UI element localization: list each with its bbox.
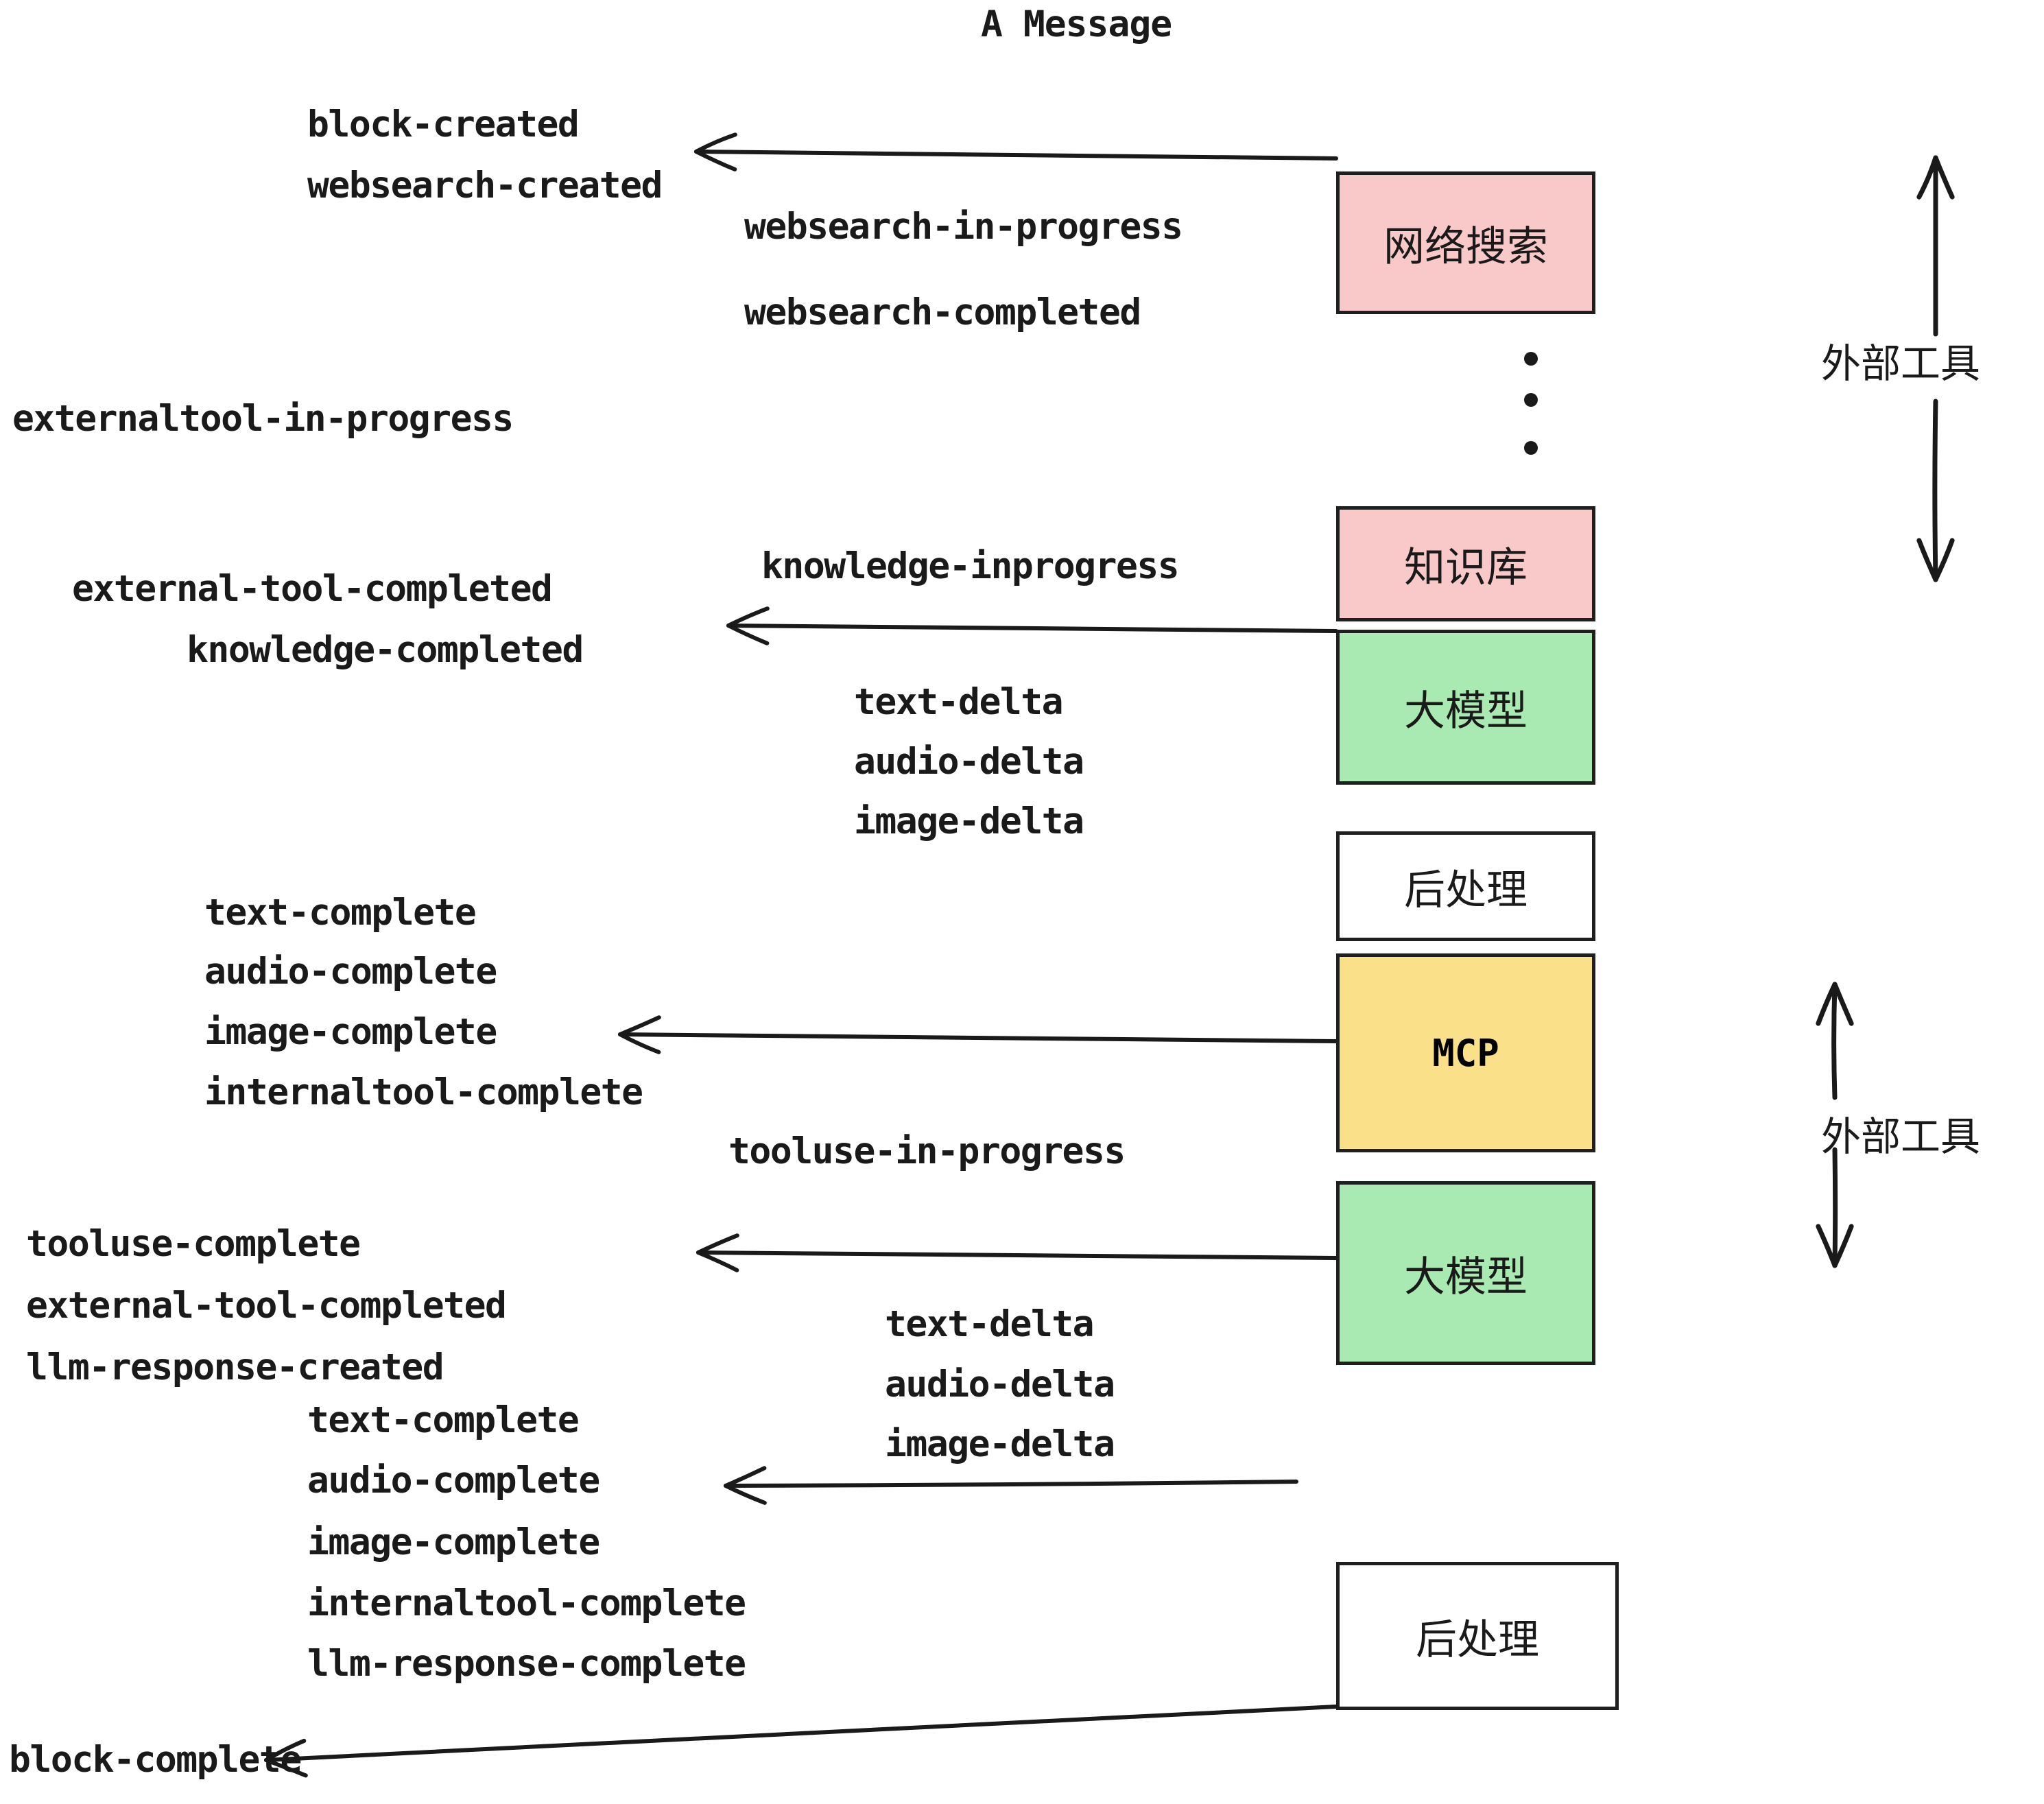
box-label-postprocess-lower: 后处理 — [1416, 1606, 1539, 1666]
event-label-knowledge-completed: knowledge-completed — [187, 629, 583, 671]
event-label-tooluse-in-progress: tooluse-in-progress — [728, 1130, 1125, 1172]
box-knowledge: 知识库 — [1336, 506, 1595, 621]
box-mcp: MCP — [1336, 953, 1595, 1152]
event-label-audio-delta-2: audio-delta — [885, 1364, 1115, 1405]
event-label-text-delta-1: text-delta — [854, 681, 1062, 723]
box-label-llm-lower: 大模型 — [1404, 1244, 1528, 1303]
box-llm-upper: 大模型 — [1336, 630, 1595, 785]
box-label-mcp: MCP — [1432, 1032, 1499, 1075]
arrow-block-complete — [266, 1707, 1336, 1775]
external-tool-arrow-down-2 — [1818, 1150, 1851, 1266]
event-label-knowledge-inprogress: knowledge-inprogress — [761, 545, 1178, 587]
event-label-text-delta-2: text-delta — [885, 1303, 1093, 1345]
event-label-image-complete-2: image-complete — [307, 1521, 599, 1563]
arrow-websearch — [696, 134, 1336, 169]
box-postprocess-lower: 后处理 — [1336, 1562, 1619, 1710]
event-label-text-complete-2: text-complete — [307, 1399, 578, 1441]
event-label-audio-complete-2: audio-complete — [307, 1460, 599, 1502]
event-label-audio-complete-1: audio-complete — [204, 951, 497, 993]
event-label-externaltool-in-progress: externaltool-in-progress — [12, 398, 513, 440]
arrow-llm-lower — [726, 1468, 1296, 1503]
external-tool-arrow-up-1 — [1919, 158, 1952, 334]
box-label-llm-upper: 大模型 — [1404, 678, 1528, 737]
ellipsis-dot — [1524, 352, 1538, 366]
diagram-title: A Message — [981, 3, 1172, 45]
event-label-image-complete-1: image-complete — [204, 1011, 497, 1053]
arrow-postprocess-upper — [620, 1017, 1336, 1052]
event-label-audio-delta-1: audio-delta — [854, 741, 1084, 783]
box-postprocess-upper: 后处理 — [1336, 831, 1595, 941]
event-label-external-tool-completed-2: external-tool-completed — [26, 1285, 506, 1327]
box-label-knowledge: 知识库 — [1404, 534, 1528, 594]
box-label-websearch: 网络搜索 — [1383, 213, 1548, 273]
event-label-tooluse-complete: tooluse-complete — [26, 1223, 360, 1265]
event-label-image-delta-1: image-delta — [854, 800, 1084, 842]
event-label-websearch-completed: websearch-completed — [744, 292, 1141, 333]
ellipsis-dot — [1524, 441, 1538, 455]
arrow-knowledge — [728, 608, 1336, 643]
side-label-external-tool-lower: 外部工具 — [1821, 1104, 1980, 1162]
event-label-internaltool-complete-1: internaltool-complete — [204, 1071, 643, 1113]
event-label-llm-response-complete: llm-response-complete — [307, 1643, 746, 1685]
arrow-mcp — [698, 1235, 1336, 1270]
event-label-websearch-in-progress: websearch-in-progress — [744, 206, 1183, 248]
ellipsis-dot — [1524, 393, 1538, 407]
event-label-block-created: block-created — [307, 104, 578, 145]
event-label-image-delta-2: image-delta — [885, 1423, 1115, 1465]
side-label-external-tool-upper: 外部工具 — [1821, 331, 1980, 389]
event-label-block-complete: block-complete — [9, 1739, 301, 1781]
box-label-postprocess-upper: 后处理 — [1404, 857, 1528, 916]
box-websearch: 网络搜索 — [1336, 171, 1595, 314]
event-label-external-tool-completed-1: external-tool-completed — [72, 568, 551, 610]
event-label-text-complete-1: text-complete — [204, 892, 475, 934]
event-label-llm-response-created: llm-response-created — [26, 1346, 443, 1388]
event-label-internaltool-complete-2: internaltool-complete — [307, 1582, 746, 1624]
event-label-websearch-created: websearch-created — [307, 165, 662, 206]
external-tool-arrow-down-1 — [1919, 401, 1952, 580]
external-tool-arrow-up-2 — [1818, 984, 1851, 1097]
box-llm-lower: 大模型 — [1336, 1181, 1595, 1365]
